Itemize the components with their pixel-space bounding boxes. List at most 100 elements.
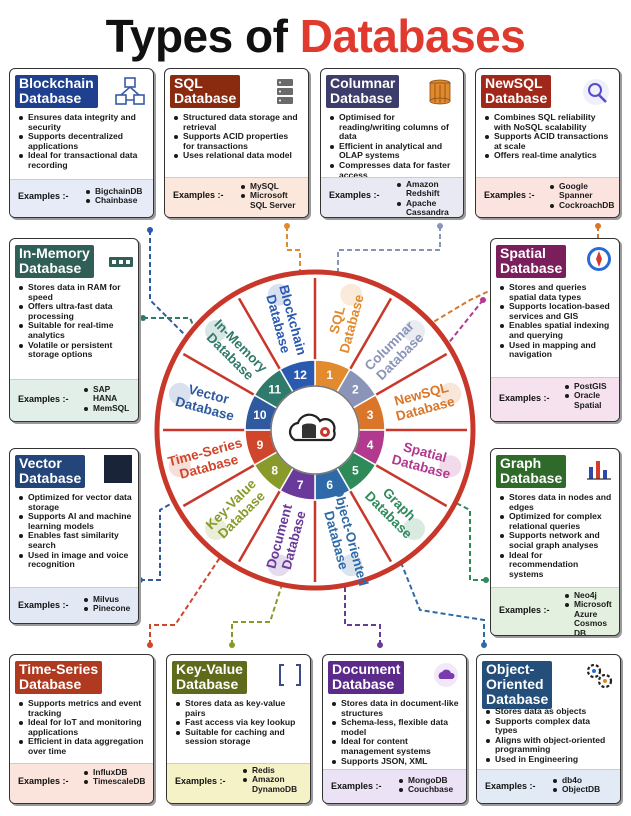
card-title: In-Memory Database xyxy=(15,245,94,278)
segment-accent xyxy=(439,455,462,478)
examples-section: Examples :- MySQL Microsoft SQL Server xyxy=(165,177,308,217)
title-line-1: Blockchain xyxy=(19,75,94,91)
title-line-2: Database xyxy=(330,90,393,106)
feature-item: Suitable for caching and session storage xyxy=(176,727,304,747)
title-line-1: Document xyxy=(332,661,401,677)
feature-item: Structured data storage and retrieval xyxy=(174,112,302,132)
segment-accent xyxy=(340,283,363,306)
title-line-2: Database xyxy=(19,676,82,692)
feature-item: Efficient in analytical and OLAP systems xyxy=(330,141,457,161)
examples-section: Examples :- Milvus Pinecone xyxy=(10,587,138,623)
feature-item: Aligns with object-oriented programming xyxy=(486,735,614,755)
connector-line xyxy=(344,585,381,645)
examples-label: Examples :- xyxy=(485,781,536,791)
title-line-2: Database xyxy=(176,676,239,692)
example-item: Chainbase xyxy=(86,195,147,205)
segment-accent xyxy=(267,283,290,306)
bar-chart-icon xyxy=(585,455,613,483)
title-line-2: Database xyxy=(19,470,82,486)
feature-list: Optimized for vector data storage Suppor… xyxy=(19,492,132,570)
segment-accent xyxy=(205,517,228,540)
examples-label: Examples :- xyxy=(484,190,535,200)
feature-item: Stores data in document-like structures xyxy=(332,698,460,718)
feature-item: Supports network and social graph analys… xyxy=(500,531,613,550)
segment-number: 5 xyxy=(352,463,359,477)
example-item: InfluxDB xyxy=(84,767,150,777)
card-title: Graph Database xyxy=(496,455,567,488)
example-item: Redis xyxy=(243,765,307,775)
connector-arrowhead xyxy=(483,577,489,583)
connector-line xyxy=(337,226,441,290)
card-title: NewSQL Database xyxy=(481,75,552,108)
card-title: Document Database xyxy=(328,661,405,694)
segment-accent xyxy=(402,517,425,540)
example-item: Couchbase xyxy=(399,784,463,794)
gears-icon xyxy=(584,661,614,691)
feature-item: Fast access via key lookup xyxy=(176,718,304,728)
feature-item: Suitable for real-time analytics xyxy=(19,321,132,340)
segment-accent xyxy=(267,554,290,577)
examples-list: MongoDB Couchbase xyxy=(399,775,463,795)
blockchain-cubes-icon xyxy=(113,75,147,109)
feature-item: Volatile or persistent storage options xyxy=(19,340,132,360)
examples-list: Neo4j Microsoft Azure Cosmos DB xyxy=(565,590,619,635)
feature-item: Enables spatial indexing and querying xyxy=(500,321,613,340)
example-item: Oracle Spatial xyxy=(565,391,619,410)
card-timeseries: Time-Series Database Supports metrics an… xyxy=(9,654,154,804)
title-line-2: Oriented xyxy=(486,676,544,692)
examples-list: SAP HANA MemSQL xyxy=(84,384,136,413)
example-item: MySQL xyxy=(241,181,305,191)
title-line-2: Database xyxy=(500,260,563,276)
connector-line xyxy=(439,494,486,581)
database-wheel: 123456789101112SQLDatabaseColumnarDataba… xyxy=(154,269,476,591)
title-line-1: In-Memory xyxy=(19,245,90,261)
connector-line xyxy=(231,574,286,645)
feature-item: Supports ACID transactions at scale xyxy=(485,131,613,151)
key-bracket-icon xyxy=(276,661,304,689)
card-title: Blockchain Database xyxy=(15,75,98,108)
title-line-1: NewSQL xyxy=(485,75,543,91)
feature-item: Supports AI and machine learning models xyxy=(19,511,132,531)
title-line-1: Object- xyxy=(486,661,535,677)
title-part-2: Databases xyxy=(299,10,526,62)
ram-chip-icon xyxy=(108,245,134,279)
feature-item: Uses relational data model xyxy=(174,151,302,161)
example-item: Google Spanner xyxy=(550,181,616,201)
example-item: Apache Cassandra xyxy=(397,198,461,217)
examples-list: BigchainDB Chainbase xyxy=(86,186,147,206)
feature-item: Stores and queries spatial data types xyxy=(500,282,613,302)
feature-item: Enables fast similarity search xyxy=(19,531,132,550)
feature-item: Used in image and voice recognition xyxy=(19,550,132,570)
examples-label: Examples :- xyxy=(499,605,550,615)
feature-item: Compresses data for faster access xyxy=(330,160,457,180)
card-title: Key-Value Database xyxy=(172,661,247,694)
title-line-1: SQL xyxy=(174,75,203,91)
title-line-2: Database xyxy=(19,90,82,106)
connector-line xyxy=(399,559,485,645)
examples-section: Examples :- Amazon Redshift Apache Cassa… xyxy=(321,177,463,217)
segment-number: 11 xyxy=(268,383,281,397)
connector-arrowhead xyxy=(481,642,487,648)
feature-item: Stores data as objects xyxy=(486,706,614,717)
title-line-2: Database xyxy=(485,90,548,106)
card-title: SQL Database xyxy=(170,75,241,108)
feature-item: Ideal for recommendation systems xyxy=(500,550,613,580)
examples-section: Examples :- Redis Amazon DynamoDB xyxy=(167,763,310,803)
segment-number: 9 xyxy=(257,438,264,452)
feature-item: Stores data in nodes and edges xyxy=(500,492,613,512)
connector-line xyxy=(149,549,226,645)
card-spatial: Spatial Database Stores and queries spat… xyxy=(490,238,620,422)
example-item: MongoDB xyxy=(399,775,463,785)
feature-list: Stores data in document-like structures … xyxy=(332,698,460,766)
feature-item: Optimized for complex relational queries xyxy=(500,511,613,531)
segment-number: 4 xyxy=(367,438,374,452)
example-item: Amazon DynamoDB xyxy=(243,775,307,794)
connector-arrowhead xyxy=(284,223,290,229)
examples-list: PostGIS Oracle Spatial xyxy=(565,381,619,410)
example-item: Milvus xyxy=(84,594,136,604)
connector-line xyxy=(140,489,196,581)
example-item: ObjectDB xyxy=(553,784,617,794)
examples-list: Google Spanner CockroachDB xyxy=(550,181,616,210)
